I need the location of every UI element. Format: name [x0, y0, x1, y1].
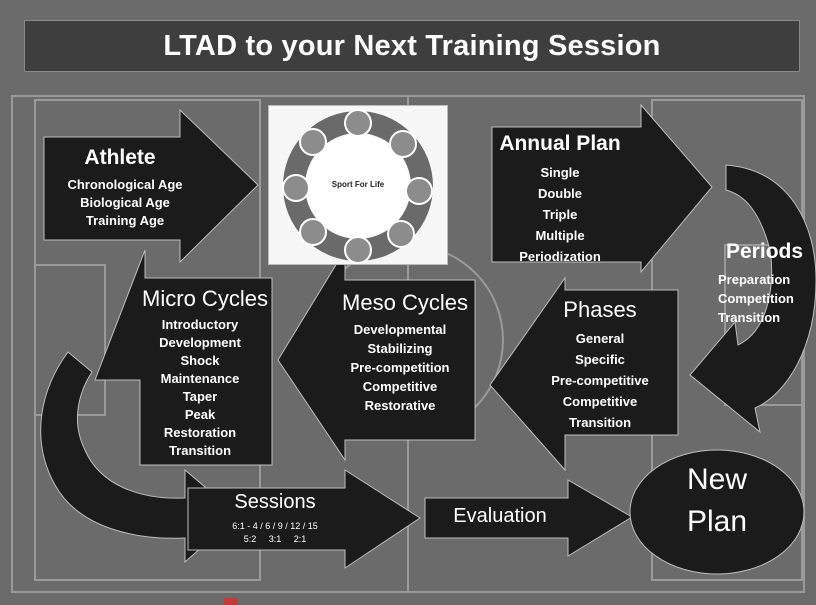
- annual-plan-item: Double: [537, 186, 583, 201]
- phases-item: Pre-competitive: [551, 373, 649, 388]
- sport-for-life-wheel: [282, 109, 433, 264]
- athlete-list: Chronological Age Biological Age Trainin…: [50, 176, 200, 230]
- micro-cycles-item: Restoration: [163, 425, 237, 440]
- meso-cycles-item: Developmental: [353, 322, 447, 337]
- micro-cycles-list: Introductory Development Shock Maintenan…: [130, 316, 270, 460]
- phases-item: Specific: [575, 352, 625, 367]
- phases-item: Competitive: [562, 394, 638, 409]
- phases-item: Transition: [568, 415, 632, 430]
- micro-cycles-item: Taper: [182, 389, 218, 404]
- evaluation-label: Evaluation: [453, 505, 547, 527]
- micro-cycles-item: Maintenance: [160, 371, 240, 386]
- annual-plan-heading: Annual Plan: [499, 132, 621, 155]
- athlete-heading: Athlete: [84, 146, 156, 169]
- micro-cycles-heading: Micro Cycles: [142, 286, 268, 311]
- meso-cycles-item: Pre-competition: [350, 360, 450, 375]
- sport-for-life-label: Sport For Life: [331, 180, 385, 189]
- sessions-heading: Sessions: [234, 491, 316, 513]
- phases-arrow: [489, 276, 679, 472]
- title-bar: LTAD to your Next Training Session: [24, 20, 800, 72]
- meso-cycles-heading: Meso Cycles: [342, 290, 468, 315]
- annual-plan-item: Single: [540, 165, 580, 180]
- micro-cycles-item: Shock: [180, 353, 220, 368]
- periods-item: Competition: [718, 291, 794, 306]
- meso-cycles-item: Restorative: [364, 398, 436, 413]
- micro-cycles-item: Introductory: [161, 317, 239, 332]
- sport-for-life-image: Sport For Life: [268, 105, 448, 265]
- new-plan-ellipse: [629, 449, 805, 575]
- meso-cycles-list: Developmental Stabilizing Pre-competitio…: [315, 320, 485, 415]
- periods-item: Preparation: [718, 272, 791, 287]
- periods-item: Transition: [718, 310, 781, 325]
- periods-list: Preparation Competition Transition: [718, 270, 816, 327]
- sessions-ratios-line2: 5:2 3:1 2:1: [243, 534, 307, 544]
- sessions-arrow: [187, 469, 421, 569]
- phases-item: General: [575, 331, 625, 346]
- annual-plan-item: Triple: [542, 207, 578, 222]
- new-plan-line1: New: [686, 463, 747, 496]
- evaluation-arrow: [424, 479, 633, 557]
- athlete-item: Biological Age: [80, 195, 170, 210]
- athlete-item: Training Age: [85, 213, 165, 228]
- red-mark: [224, 598, 238, 605]
- micro-cycles-arrow: [94, 249, 273, 466]
- micro-cycles-item: Peak: [184, 407, 216, 422]
- annual-plan-item: Multiple: [535, 228, 585, 243]
- annual-plan-item: Periodization: [519, 249, 601, 264]
- micro-cycles-item: Transition: [168, 443, 232, 458]
- phases-heading: Phases: [563, 297, 637, 322]
- new-plan-line2: Plan: [686, 505, 748, 538]
- meso-cycles-item: Stabilizing: [367, 341, 433, 356]
- page-title: LTAD to your Next Training Session: [163, 29, 661, 62]
- meso-cycles-item: Competitive: [362, 379, 438, 394]
- annual-plan-list: Single Double Triple Multiple Periodizat…: [505, 162, 615, 267]
- athlete-item: Chronological Age: [67, 177, 183, 192]
- meso-cycles-arrow: [277, 248, 476, 462]
- periods-arrow: [689, 164, 816, 434]
- annual-plan-arrow: [491, 103, 713, 274]
- micro-cycles-item: Development: [159, 335, 241, 350]
- periods-heading: Periods: [726, 240, 804, 263]
- athlete-arrow: [43, 108, 259, 264]
- sessions-ratios-line1: 6:1 - 4 / 6 / 9 / 12 / 15: [232, 521, 318, 531]
- phases-list: General Specific Pre-competitive Competi…: [515, 328, 685, 433]
